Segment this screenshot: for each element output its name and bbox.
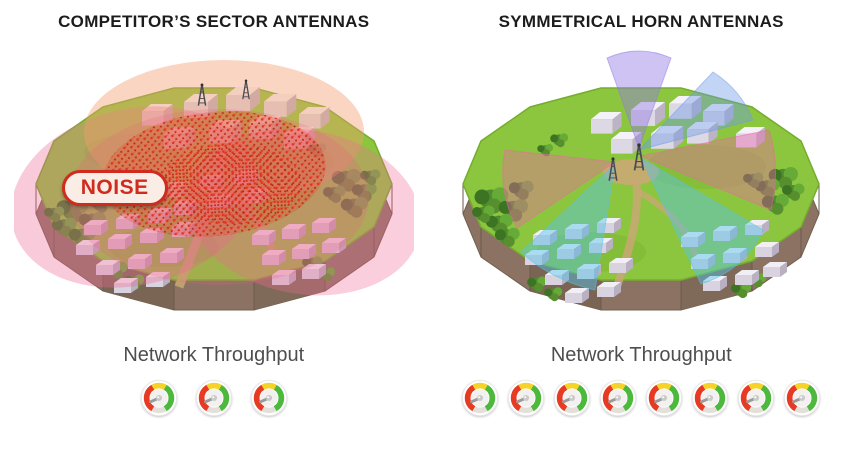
noise-badge: NOISE bbox=[61, 170, 168, 206]
competitor-panel: COMPETITOR’S SECTOR ANTENNAS bbox=[13, 12, 414, 417]
throughput-gauge-icon bbox=[691, 379, 729, 417]
horn-beam-overlays bbox=[502, 50, 777, 291]
throughput-gauge-icon bbox=[645, 379, 683, 417]
horn-illustration bbox=[441, 32, 841, 332]
horn-gauge-row bbox=[461, 379, 821, 417]
throughput-gauge-icon bbox=[461, 379, 499, 417]
throughput-gauge-icon bbox=[599, 379, 637, 417]
throughput-gauge-icon bbox=[737, 379, 775, 417]
competitor-island-illustration bbox=[13, 60, 414, 311]
competitor-throughput-label: Network Throughput bbox=[123, 344, 305, 366]
throughput-gauge-icon bbox=[195, 379, 233, 417]
throughput-gauge-icon bbox=[553, 379, 591, 417]
throughput-gauge-icon bbox=[507, 379, 545, 417]
throughput-gauge-icon bbox=[250, 379, 288, 417]
interference-noise bbox=[102, 111, 326, 237]
horn-throughput-label: Network Throughput bbox=[550, 344, 732, 366]
horn-panel: SYMMETRICAL HORN ANTENNAS bbox=[428, 0, 855, 464]
competitor-panel-title: COMPETITOR’S SECTOR ANTENNAS bbox=[58, 12, 370, 31]
throughput-gauge-icon bbox=[783, 379, 821, 417]
competitor-gauge-row bbox=[140, 379, 288, 417]
throughput-gauge-icon bbox=[140, 379, 178, 417]
competitor-illustration: NOISE bbox=[13, 32, 414, 332]
horn-panel-title: SYMMETRICAL HORN ANTENNAS bbox=[498, 12, 784, 31]
horn-island-illustration bbox=[462, 50, 821, 311]
